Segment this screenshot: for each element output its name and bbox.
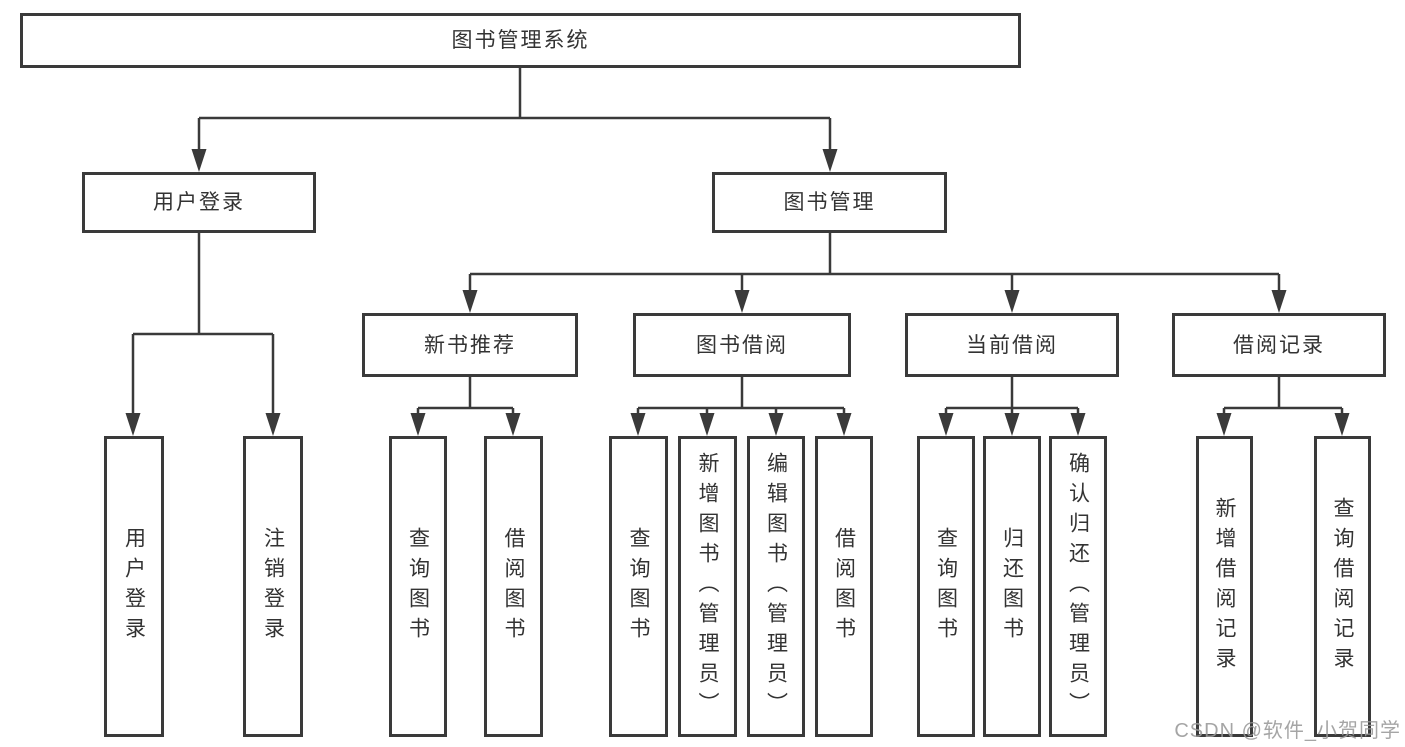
node-book-borrow: 图书借阅 xyxy=(633,313,851,377)
connector-borrow-record xyxy=(1222,377,1344,416)
node-leaf-login-label: 用户登录 xyxy=(122,526,146,647)
connector-new-book xyxy=(416,377,515,416)
node-book-mgmt: 图书管理 xyxy=(712,172,947,233)
node-leaf-bb-query-label: 查询图书 xyxy=(627,526,650,647)
node-book-mgmt-label: 图书管理 xyxy=(783,191,876,214)
node-new-book: 新书推荐 xyxy=(362,313,578,377)
node-current-borrow: 当前借阅 xyxy=(905,313,1119,377)
connector-current-borrow xyxy=(944,377,1080,416)
csdn-watermark: CSDN @软件_小贺同学 xyxy=(1174,720,1401,742)
node-leaf-login: 用户登录 xyxy=(104,436,164,737)
connector-user-login xyxy=(131,233,275,416)
node-new-book-label: 新书推荐 xyxy=(424,333,516,357)
connector-book-borrow xyxy=(636,377,846,416)
connector-book-mgmt xyxy=(468,233,1281,293)
node-leaf-br-add: 新增借阅记录 xyxy=(1196,436,1253,737)
node-leaf-cb-return-label: 归还图书 xyxy=(1000,526,1024,647)
node-root-label: 图书管理系统 xyxy=(451,29,590,52)
node-leaf-cb-confirm-label: 确认归还（管理员） xyxy=(1066,451,1090,722)
node-leaf-logout: 注销登录 xyxy=(243,436,303,737)
node-leaf-logout-label: 注销登录 xyxy=(261,526,285,647)
connector-root xyxy=(197,68,832,152)
node-user-login-label: 用户登录 xyxy=(153,191,245,214)
node-leaf-cb-query: 查询图书 xyxy=(917,436,975,737)
node-leaf-cb-return: 归还图书 xyxy=(983,436,1041,737)
node-leaf-nb-query-label: 查询图书 xyxy=(406,526,430,647)
node-book-borrow-label: 图书借阅 xyxy=(696,333,788,357)
node-root: 图书管理系统 xyxy=(20,13,1021,68)
node-leaf-nb-query: 查询图书 xyxy=(389,436,447,737)
node-current-borrow-label: 当前借阅 xyxy=(966,333,1058,357)
node-leaf-br-query: 查询借阅记录 xyxy=(1314,436,1371,737)
node-borrow-record: 借阅记录 xyxy=(1172,313,1386,377)
node-leaf-bb-add: 新增图书（管理员） xyxy=(678,436,737,737)
node-leaf-nb-borrow: 借阅图书 xyxy=(484,436,543,737)
node-leaf-cb-confirm: 确认归还（管理员） xyxy=(1049,436,1107,737)
node-leaf-bb-edit-label: 编辑图书（管理员） xyxy=(764,451,788,722)
node-borrow-record-label: 借阅记录 xyxy=(1233,333,1325,357)
node-leaf-br-query-label: 查询借阅记录 xyxy=(1331,496,1354,677)
node-leaf-bb-borrow: 借阅图书 xyxy=(815,436,873,737)
node-leaf-bb-add-label: 新增图书（管理员） xyxy=(696,451,719,722)
node-leaf-br-add-label: 新增借阅记录 xyxy=(1213,496,1236,677)
node-user-login: 用户登录 xyxy=(82,172,316,233)
node-leaf-cb-query-label: 查询图书 xyxy=(934,526,958,647)
node-leaf-bb-borrow-label: 借阅图书 xyxy=(832,526,856,647)
node-leaf-bb-query: 查询图书 xyxy=(609,436,668,737)
node-leaf-nb-borrow-label: 借阅图书 xyxy=(502,526,525,647)
node-leaf-bb-edit: 编辑图书（管理员） xyxy=(747,436,805,737)
